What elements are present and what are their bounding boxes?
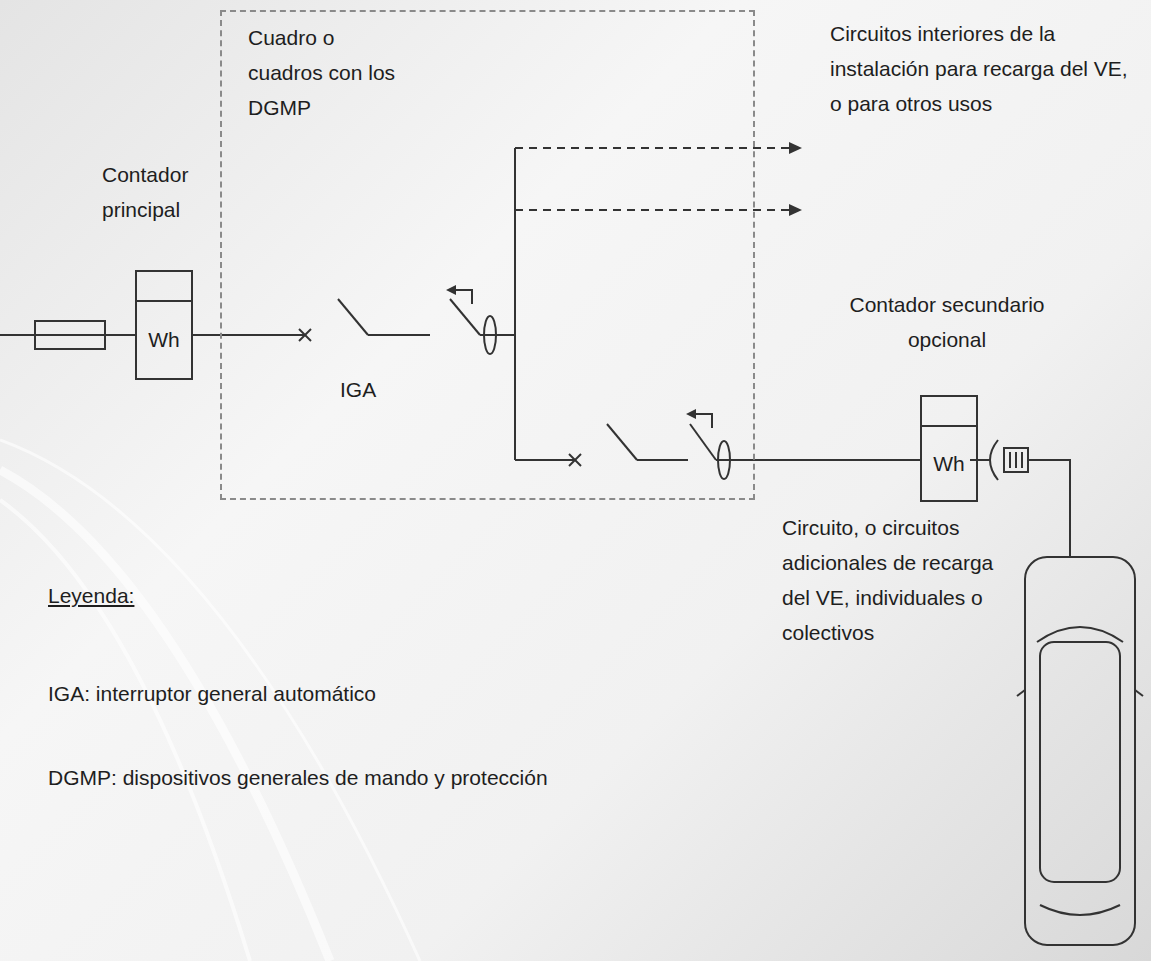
- wire: [970, 459, 990, 461]
- swoosh-line: [0, 500, 250, 961]
- car-rear-window: [1040, 905, 1120, 915]
- legend-row: IGA: interruptor general automático: [48, 676, 376, 711]
- switch-label: IGA: [340, 372, 410, 407]
- wire-connector: [193, 335, 220, 336]
- breaker-cross: [299, 329, 311, 341]
- switch-blade: [607, 424, 637, 460]
- meter-heading: Contador principal: [102, 157, 212, 227]
- plug-pin: [1009, 452, 1011, 468]
- breaker-cross: [299, 329, 311, 341]
- rcd-arrowhead: [446, 285, 456, 295]
- swoosh-line: [0, 470, 330, 961]
- rcd-blade: [450, 299, 480, 335]
- supply-wire: [0, 334, 135, 336]
- meter-register: [137, 272, 191, 302]
- meter-symbol: Wh: [137, 302, 191, 378]
- background-swoosh: [0, 440, 420, 961]
- busbar: [514, 148, 516, 460]
- legend-text: DGMP: dispositivos generales de mando y …: [48, 760, 548, 795]
- switch-blade: [338, 299, 368, 335]
- plug-symbol: [1004, 448, 1028, 472]
- switchboard-box: Cuadro o cuadros con los DGMP: [220, 10, 755, 500]
- note-text: Circuito, o circuitos adicionales de rec…: [782, 510, 1010, 650]
- wire: [368, 334, 430, 336]
- car-mirror: [1017, 690, 1025, 696]
- car-body: [1025, 557, 1135, 945]
- car-illustration: [1017, 557, 1143, 945]
- energy-meter: Contador principalWh: [135, 270, 193, 380]
- rcd-blade: [690, 424, 716, 460]
- plug-pin: [1015, 452, 1017, 468]
- meter-heading: Contador secundario opcional: [847, 287, 1047, 357]
- charging-cable: [1028, 460, 1070, 557]
- dashed-feeder: [515, 147, 790, 149]
- car-windshield: [1037, 627, 1123, 642]
- legend-row: DGMP: dispositivos generales de mando y …: [48, 760, 548, 795]
- breaker-cross: [569, 454, 581, 466]
- wire: [716, 459, 755, 461]
- box-heading: Cuadro o cuadros con los DGMP: [248, 20, 398, 125]
- wire: [637, 459, 688, 461]
- car-mirror: [1135, 690, 1143, 696]
- rcd-arrow: [454, 290, 472, 304]
- wire-line: [755, 459, 920, 461]
- legend-text: IGA: interruptor general automático: [48, 676, 376, 711]
- legend-heading: Leyenda:: [48, 578, 248, 613]
- breaker-cross: [569, 454, 581, 466]
- rcd-arrow: [694, 414, 712, 428]
- fuse-symbol: [35, 321, 105, 349]
- feeder-arrowhead: [789, 142, 802, 154]
- meter-register: [922, 397, 976, 427]
- dashed-feeder: [515, 209, 790, 211]
- wire: [515, 459, 575, 461]
- meter-symbol: Wh: [922, 427, 976, 500]
- wire-connector: [755, 460, 920, 461]
- wire: [220, 334, 305, 336]
- wire-line: [193, 334, 220, 336]
- plug-pin: [1021, 452, 1023, 468]
- wire: [480, 334, 515, 336]
- note-text: Circuitos interiores de la instalación p…: [830, 16, 1135, 121]
- feeder-arrowhead: [789, 204, 802, 216]
- socket-symbol: [990, 440, 998, 480]
- car-cabin: [1040, 642, 1120, 882]
- energy-meter: Contador secundario opcionalWh: [920, 395, 978, 502]
- swoosh-line: [0, 440, 420, 961]
- wiring: [0, 142, 1070, 557]
- rcd-arrowhead: [686, 409, 696, 419]
